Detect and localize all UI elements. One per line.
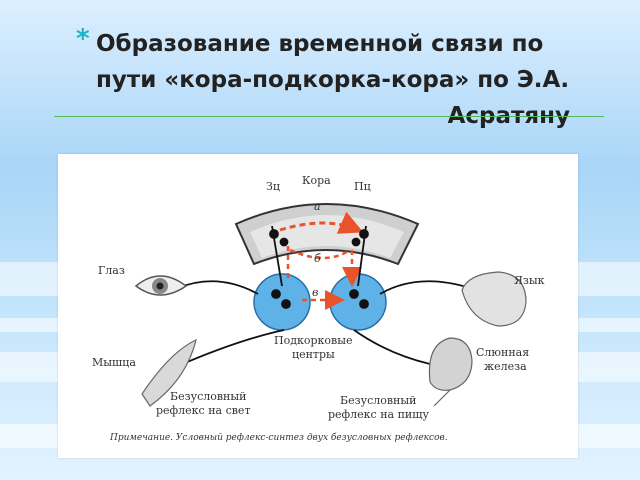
label-subcortex-1: Подкорковые [274, 334, 352, 347]
label-path-a: а [314, 200, 321, 213]
label-tongue: Язык [514, 274, 545, 287]
label-zc: Зц [266, 180, 280, 193]
neurons [177, 225, 471, 367]
label-gland-1: Слюнная [476, 346, 529, 359]
path-b [289, 248, 351, 260]
bullet-icon: * [76, 24, 90, 54]
label-reflex-light-1: Безусловный [170, 390, 246, 403]
eye-icon [134, 275, 188, 296]
title-area: * Образование временной связи по пути «к… [70, 24, 570, 134]
label-reflex-light-2: рефлекс на свет [156, 404, 251, 417]
diagram-svg: Кора Зц Пц а б в Глаз Язык Мышца Слюнная… [92, 174, 545, 443]
path-a [279, 211, 364, 234]
title-line-1: Образование временной связи по [96, 31, 544, 57]
label-note: Примечание. Условный рефлекс-синтез двух… [109, 432, 448, 443]
muscle-icon [141, 338, 197, 407]
label-pc: Пц [354, 180, 371, 193]
label-path-b: б [314, 252, 321, 265]
label-gland-2: железа [484, 360, 527, 373]
label-path-v: в [312, 286, 318, 299]
label-reflex-food-1: Безусловный [340, 394, 416, 407]
reflex-diagram: Кора Зц Пц а б в Глаз Язык Мышца Слюнная… [58, 154, 578, 458]
label-reflex-food-2: рефлекс на пищу [328, 408, 429, 421]
title-rule [54, 116, 604, 117]
slide-title: Образование временной связи по пути «кор… [70, 26, 570, 134]
label-muscle: Мышца [92, 356, 136, 369]
label-eye: Глаз [98, 264, 125, 277]
label-cortex: Кора [302, 174, 331, 187]
label-subcortex-2: центры [292, 348, 335, 361]
tongue-icon [461, 271, 527, 327]
title-line-2: пути «кора-подкорка-кора» по Э.А. [96, 67, 570, 93]
gland-icon [428, 337, 473, 407]
